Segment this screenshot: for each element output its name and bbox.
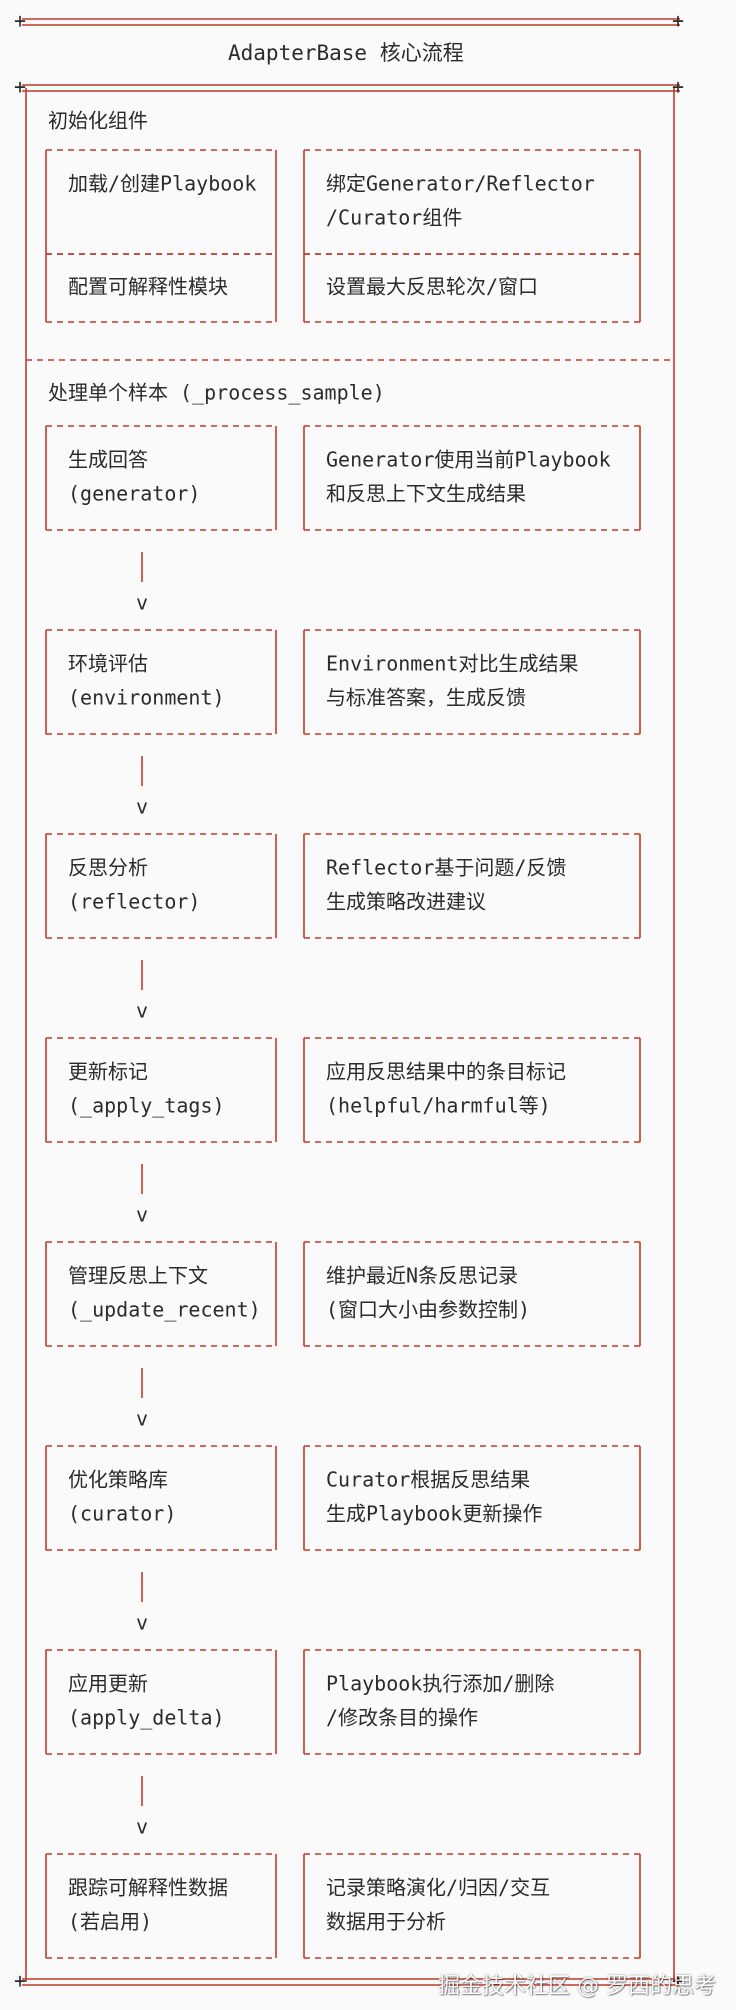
init-left-box-0-text: 加载/创建Playbook: [68, 172, 256, 196]
step-left-box-4-text: 管理反思上下文: [68, 1264, 208, 1288]
diagram-title: AdapterBase 核心流程: [228, 41, 464, 65]
step-left-box-1-text: 环境评估: [68, 652, 148, 676]
step-left-box-4-text: (_update_recent): [68, 1298, 261, 1322]
step-left-box-3-text: (_apply_tags): [68, 1094, 225, 1118]
step-right-box-0-text: 和反思上下文生成结果: [326, 482, 526, 506]
closing-rule-corner: +: [14, 1969, 26, 1993]
step-right-box-5-text: Curator根据反思结果: [326, 1468, 530, 1492]
title-rule-top-corner: +: [14, 9, 26, 33]
step-right-box-4-text: (窗口大小由参数控制): [326, 1298, 530, 1322]
step-left-box-0-text: (generator): [68, 482, 200, 506]
step-arrow-head-3: v: [136, 1203, 148, 1227]
step-left-box-6-text: (apply_delta): [68, 1706, 225, 1730]
step-right-box-7-text: 数据用于分析: [326, 1910, 446, 1934]
step-left-box-2-text: (reflector): [68, 890, 200, 914]
step-right-box-5-text: 生成Playbook更新操作: [326, 1502, 542, 1526]
step-left-box-5-text: (curator): [68, 1502, 176, 1526]
step-right-box-3-text: (helpful/harmful等): [326, 1094, 551, 1118]
init-right-box-0-text: 绑定Generator/Reflector: [326, 172, 595, 196]
step-left-box-7-text: 跟踪可解释性数据: [68, 1876, 228, 1900]
init-right-box-0-text: /Curator组件: [326, 206, 462, 230]
step-left-box-2-text: 反思分析: [68, 856, 148, 880]
step-right-box-6-text: Playbook执行添加/删除: [326, 1672, 554, 1696]
step-right-box-1-text: 与标准答案，生成反馈: [326, 686, 526, 710]
step-arrow-head-5: v: [136, 1611, 148, 1635]
step-arrow-head-0: v: [136, 591, 148, 615]
step-arrow-head-6: v: [136, 1815, 148, 1839]
title-rule-bottom-corner: +: [14, 75, 26, 99]
step-right-box-4-text: 维护最近N条反思记录: [326, 1264, 518, 1288]
watermark: 掘金技术社区 @ 罗西的思考: [438, 1974, 716, 1999]
closing-rule-corner: +: [672, 1969, 684, 1993]
step-right-box-1-text: Environment对比生成结果: [326, 652, 578, 676]
step-right-box-3-text: 应用反思结果中的条目标记: [326, 1060, 566, 1084]
step-right-box-7-text: 记录策略演化/归因/交互: [326, 1876, 550, 1900]
init-section-label: 初始化组件: [48, 109, 148, 133]
step-arrow-head-2: v: [136, 999, 148, 1023]
step-right-box-0-text: Generator使用当前Playbook: [326, 448, 611, 472]
title-rule-top-corner: +: [672, 9, 684, 33]
step-right-box-6-text: /修改条目的操作: [326, 1706, 478, 1730]
step-left-box-6-text: 应用更新: [68, 1672, 148, 1696]
step-arrow-head-4: v: [136, 1407, 148, 1431]
step-left-box-7-text: (若启用): [68, 1910, 152, 1934]
step-left-box-1-text: (environment): [68, 686, 225, 710]
step-right-box-2-text: 生成策略改进建议: [326, 890, 486, 914]
step-arrow-head-1: v: [136, 795, 148, 819]
step-left-box-3-text: 更新标记: [68, 1060, 148, 1084]
step-right-box-2-text: Reflector基于问题/反馈: [326, 856, 566, 880]
process-section-label: 处理单个样本 (_process_sample): [48, 381, 385, 405]
init-right-box-1-text: 设置最大反思轮次/窗口: [326, 275, 538, 299]
title-rule-bottom-corner: +: [672, 75, 684, 99]
step-left-box-5-text: 优化策略库: [68, 1468, 168, 1492]
init-left-box-1-text: 配置可解释性模块: [68, 275, 228, 299]
step-left-box-0-text: 生成回答: [68, 448, 148, 472]
